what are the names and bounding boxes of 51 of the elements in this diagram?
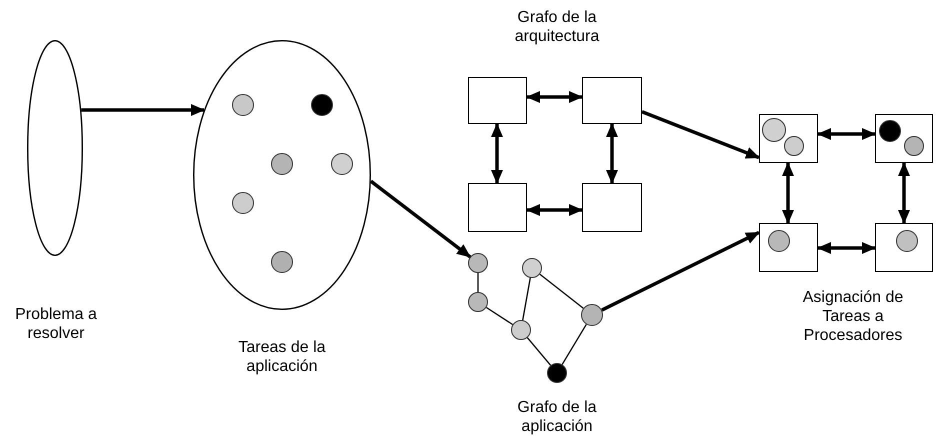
task-circle	[547, 363, 567, 383]
arrow	[526, 91, 583, 103]
arrow	[817, 242, 876, 254]
task-circle	[511, 320, 531, 340]
processor-box	[468, 183, 527, 232]
connector-line	[526, 337, 552, 366]
task-circle	[522, 258, 542, 278]
arrow	[491, 123, 503, 184]
arrow	[641, 110, 760, 160]
task-circle	[468, 253, 488, 273]
connector-line	[562, 324, 587, 365]
arrow	[370, 180, 472, 258]
task-circle	[581, 304, 603, 326]
processor-box	[875, 114, 933, 163]
arrow	[81, 104, 205, 116]
processor-box	[582, 183, 642, 232]
arrow	[526, 204, 583, 216]
node-label: Problema a resolver	[14, 305, 98, 343]
processor-box	[759, 114, 818, 163]
graph-title: Grafo de la arquitectura	[514, 8, 600, 46]
task-circle	[768, 230, 790, 252]
task-circle	[762, 118, 786, 142]
connector-line	[540, 274, 584, 309]
graph-title: Grafo de la aplicación	[516, 398, 598, 436]
ellipse-shape	[27, 40, 83, 256]
task-circle	[784, 136, 804, 156]
task-circle	[904, 136, 924, 156]
task-circle	[232, 192, 254, 214]
processor-box	[759, 223, 818, 272]
task-circle	[468, 292, 488, 312]
task-circle	[896, 230, 918, 252]
arrow	[606, 123, 618, 184]
task-circle	[271, 153, 293, 175]
ellipse-shape	[193, 40, 371, 310]
processor-box	[468, 77, 527, 124]
processor-box	[582, 77, 642, 124]
task-circle	[232, 94, 254, 116]
arrow	[898, 162, 910, 224]
node-label: Tareas de la aplicación	[237, 338, 327, 376]
task-circle	[331, 153, 353, 175]
arrow	[601, 230, 760, 312]
graph-title: Asignación de Tareas a Procesadores	[802, 288, 904, 345]
arrow	[817, 128, 876, 140]
task-circle	[879, 120, 901, 142]
connector-line	[477, 273, 479, 292]
processor-box	[875, 223, 933, 272]
task-circle	[311, 94, 333, 116]
connector-line	[522, 278, 531, 320]
connector-line	[486, 306, 513, 326]
arrow	[782, 162, 794, 224]
task-circle	[271, 251, 293, 273]
